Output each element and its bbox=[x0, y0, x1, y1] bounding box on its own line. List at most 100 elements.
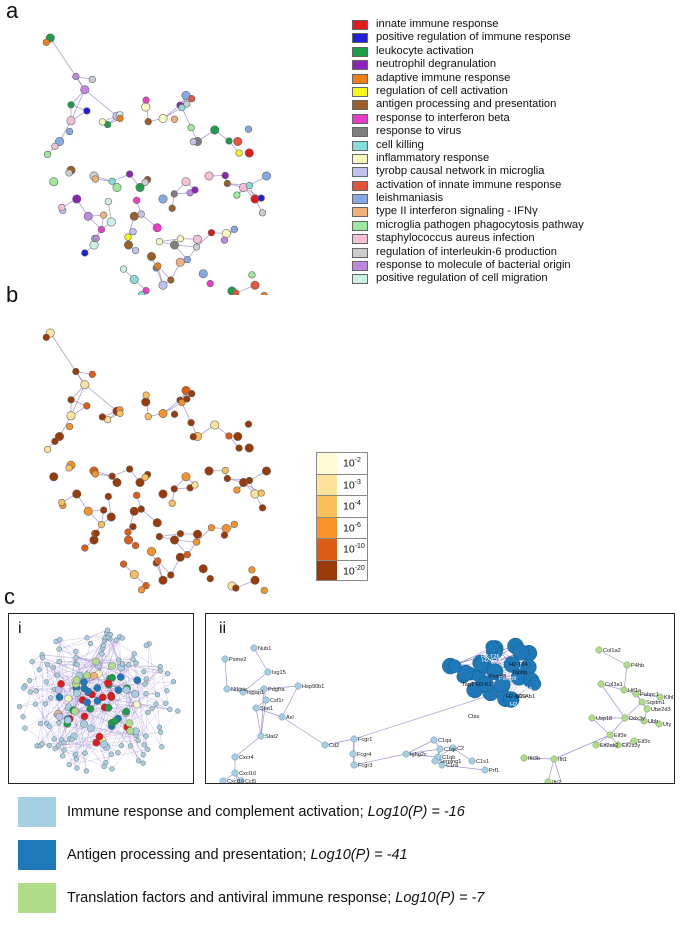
network-b-node bbox=[137, 505, 145, 513]
network-c-i-node bbox=[108, 662, 116, 670]
network-b-node bbox=[244, 443, 254, 453]
scale-label: 10-10 bbox=[343, 543, 365, 556]
network-c-i-node bbox=[157, 668, 164, 674]
network-b-edge bbox=[70, 384, 86, 416]
network-c-ii-edge bbox=[242, 688, 265, 693]
scale-step: 10-10 bbox=[316, 538, 368, 560]
network-c-i-edge bbox=[55, 716, 85, 749]
network-b-node bbox=[204, 466, 214, 476]
gene-label: Isg15 bbox=[272, 670, 286, 676]
legend-text: Translation factors and antiviral immune… bbox=[67, 890, 396, 906]
scale-exponent: -10 bbox=[354, 543, 365, 550]
network-c-i-edge bbox=[82, 699, 106, 763]
legend-label: inflammatory response bbox=[376, 151, 490, 164]
network-c-ii-node bbox=[638, 698, 646, 706]
legend-swatch bbox=[352, 73, 368, 84]
legend-label: neutrophil degranulation bbox=[376, 58, 497, 71]
legend-label: positive regulation of cell migration bbox=[376, 272, 548, 285]
network-c-i-edge bbox=[117, 718, 139, 761]
gene-label: Eif2ak2 bbox=[600, 743, 619, 749]
legend-swatch bbox=[18, 840, 56, 870]
network-c-i-edge bbox=[145, 643, 150, 737]
network-c-i-edge bbox=[120, 667, 148, 750]
network-c-i-node bbox=[141, 742, 147, 748]
legend-label: leishmaniasis bbox=[376, 192, 444, 205]
network-c-ii-node bbox=[430, 736, 438, 744]
network-c-i-edge bbox=[107, 634, 111, 684]
gene-label: Ifit3b bbox=[528, 756, 540, 762]
network-c-i-node bbox=[113, 637, 119, 643]
network-b-node bbox=[137, 586, 146, 594]
gene-label: Col1a2 bbox=[603, 648, 621, 654]
network-a-node bbox=[210, 125, 220, 135]
network-b-node bbox=[88, 370, 96, 378]
network-c-i-node bbox=[130, 656, 136, 662]
scale-step: 10-4 bbox=[316, 495, 368, 517]
legend-label: microglia pathogen phagocytosis pathway bbox=[376, 218, 584, 231]
network-b-node bbox=[183, 395, 191, 403]
scale-label: 10-2 bbox=[343, 457, 361, 470]
network-c-i-edge bbox=[86, 630, 108, 638]
gene-label: Serping1 bbox=[439, 759, 461, 765]
network-c-ii-node bbox=[656, 693, 664, 701]
gene-label: C1qb bbox=[442, 755, 455, 761]
network-c-i-node bbox=[73, 689, 81, 698]
network-c-ii-edge bbox=[441, 764, 486, 771]
network-c-ii-node bbox=[481, 766, 489, 774]
network-b-node bbox=[158, 575, 168, 585]
network-a-node bbox=[235, 149, 243, 157]
network-c-i-edge bbox=[148, 643, 161, 733]
gene-label: Ddx3y bbox=[629, 716, 645, 722]
legend-swatch bbox=[352, 261, 368, 272]
network-b-node bbox=[167, 571, 175, 579]
gene-label: C2 bbox=[457, 746, 464, 752]
network-c-i-edge bbox=[125, 666, 161, 712]
network-c-i-edge bbox=[49, 726, 59, 746]
network-b-node bbox=[51, 437, 59, 445]
network-c-i-node bbox=[54, 672, 60, 678]
network-c-ii-node bbox=[486, 663, 504, 680]
network-a-node bbox=[129, 228, 137, 236]
gene-label: Ighg2c bbox=[410, 752, 427, 758]
gene-label: H2-D1 bbox=[510, 702, 526, 708]
network-c-i-node bbox=[43, 679, 49, 685]
network-c-i-node bbox=[132, 700, 141, 709]
network-c-i-node bbox=[61, 740, 67, 746]
network-c-i-edge bbox=[62, 651, 77, 756]
network-c-i-edge bbox=[36, 730, 131, 747]
gene-label: H2-T24 bbox=[509, 662, 528, 668]
network-c-i-edge bbox=[75, 676, 121, 755]
network-c-i-edge bbox=[72, 710, 87, 772]
network-b-node bbox=[104, 492, 112, 501]
network-c-ii-edge bbox=[623, 664, 628, 691]
network-c-i-node bbox=[126, 727, 135, 735]
network-b-node bbox=[168, 499, 176, 507]
network-a-node bbox=[51, 142, 59, 150]
network-c-i-node bbox=[32, 701, 39, 707]
network-b-node bbox=[126, 465, 134, 473]
network-b-node bbox=[133, 491, 141, 499]
network-c-ii-edge bbox=[624, 701, 643, 719]
network-b-node bbox=[183, 551, 191, 559]
network-c-ii-edge bbox=[242, 671, 269, 693]
network-b-node bbox=[81, 544, 89, 552]
network-c-i-node bbox=[55, 693, 64, 701]
network-b-node bbox=[83, 402, 91, 410]
network-a-node bbox=[183, 256, 191, 264]
network-b-node bbox=[170, 535, 180, 545]
network-a-node bbox=[133, 196, 141, 204]
network-c-i-node bbox=[57, 637, 63, 643]
network-c-i-node bbox=[60, 753, 66, 759]
gene-label: Iqgap1 bbox=[247, 690, 264, 696]
network-b-node bbox=[66, 411, 76, 421]
network-c-i-edge bbox=[151, 708, 160, 728]
network-c-ii-edge bbox=[600, 683, 626, 719]
network-a-node bbox=[137, 210, 145, 218]
network-c-ii-node bbox=[550, 755, 558, 763]
network-c-ii-edge bbox=[255, 707, 262, 737]
gene-label: Ifit2 bbox=[552, 780, 561, 783]
gene-label: H2-T27 bbox=[510, 712, 529, 718]
network-b-node bbox=[66, 423, 74, 431]
network-c-i-node bbox=[115, 750, 121, 756]
